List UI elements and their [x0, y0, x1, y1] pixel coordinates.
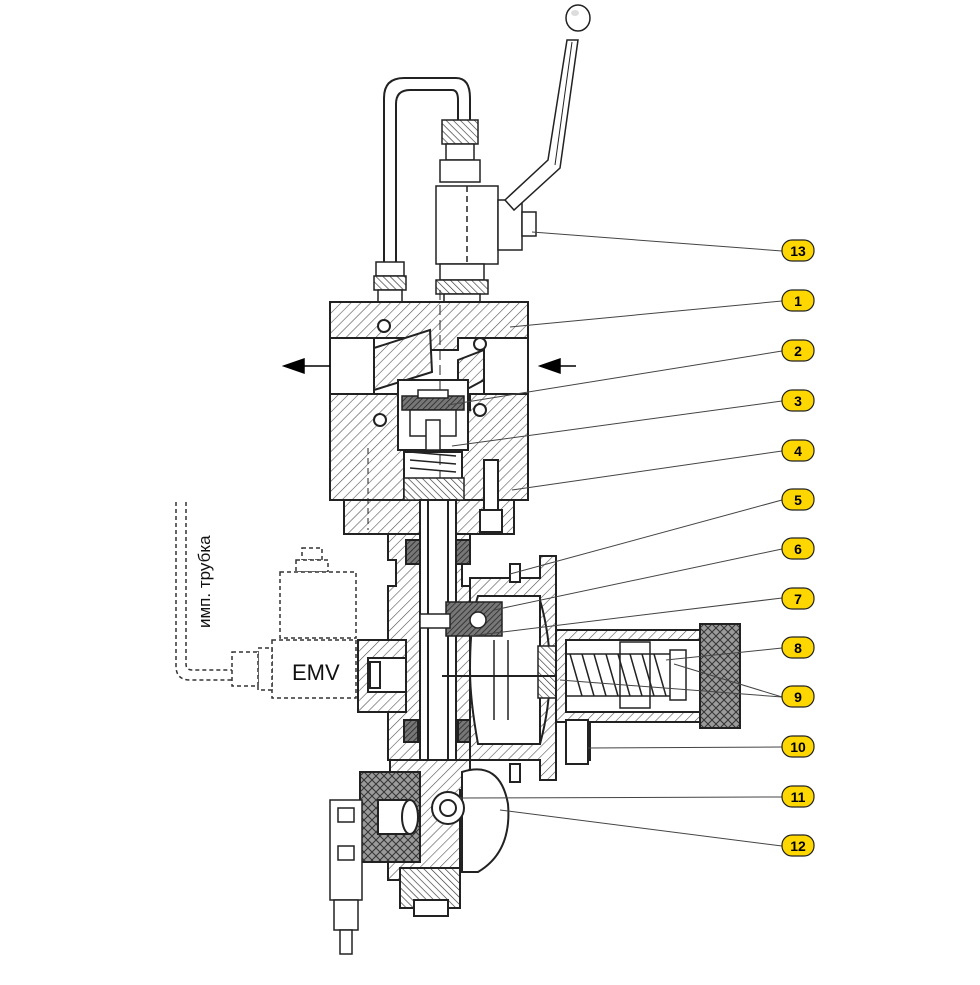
svg-text:10: 10: [790, 739, 806, 755]
leader-lines: [447, 231, 783, 847]
impulse-tube-label: имп. трубка: [195, 535, 214, 628]
limit-switch: [329, 799, 363, 955]
callout-5: 5: [781, 488, 815, 511]
callout-2: 2: [781, 339, 815, 362]
pipe-fitting-left: [373, 261, 407, 303]
svg-text:8: 8: [794, 640, 802, 656]
reset-wheel: [431, 768, 510, 873]
svg-text:1: 1: [794, 293, 802, 309]
impulse-pipe-top: [383, 77, 471, 262]
flow-arrow-inlet: [537, 357, 576, 375]
svg-text:4: 4: [794, 443, 802, 459]
callout-10: 10: [781, 735, 815, 758]
spring-housing: [555, 623, 741, 765]
callout-3: 3: [781, 389, 815, 412]
emv-port: [357, 639, 407, 713]
svg-text:3: 3: [794, 393, 802, 409]
callout-1: 1: [781, 289, 815, 312]
svg-text:5: 5: [794, 492, 802, 508]
svg-text:12: 12: [790, 838, 806, 854]
callout-13: 13: [781, 239, 815, 262]
callout-11: 11: [781, 785, 815, 808]
callout-6: 6: [781, 537, 815, 560]
adjust-spring: [566, 641, 687, 709]
emv-solenoid: [231, 547, 357, 699]
impulse-tube-left: [175, 502, 232, 681]
callout-7: 7: [781, 587, 815, 610]
svg-text:9: 9: [794, 689, 802, 705]
ball-valve: [435, 119, 537, 305]
callout-8: 8: [781, 636, 815, 659]
svg-text:2: 2: [794, 343, 802, 359]
svg-text:6: 6: [794, 541, 802, 557]
lower-body: [359, 759, 471, 917]
callout-12: 12: [781, 834, 815, 857]
valve-handle: [503, 4, 591, 212]
valve-disc: [401, 389, 465, 451]
flow-arrow-outlet: [281, 357, 330, 375]
diaphragm-assembly: [419, 599, 610, 745]
callout-4: 4: [781, 439, 815, 462]
svg-text:7: 7: [794, 591, 802, 607]
callout-9: 9: [781, 685, 815, 708]
svg-text:11: 11: [791, 789, 806, 805]
svg-text:13: 13: [790, 243, 806, 259]
emv-label: EMV: [292, 660, 340, 685]
